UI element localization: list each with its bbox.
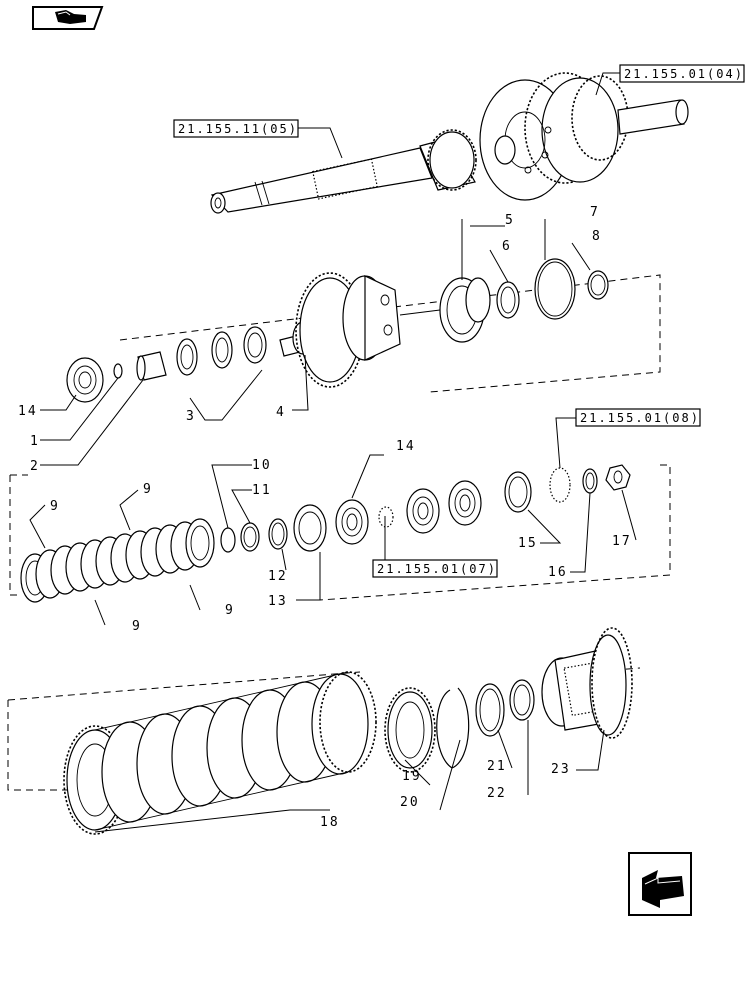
- callout-6: 6: [502, 239, 512, 254]
- callout-16: 16: [548, 565, 568, 580]
- callout-21: 21: [487, 759, 507, 774]
- ref-carrier-assembly[interactable]: 21.155.01(04): [619, 64, 745, 83]
- callout-9-lower-right: 9: [225, 603, 235, 618]
- back-arrow-icon[interactable]: [628, 852, 692, 916]
- callout-8: 8: [592, 229, 602, 244]
- section3-parts: [63, 627, 633, 835]
- callout-1: 1: [30, 434, 40, 449]
- callout-14: 14: [18, 404, 38, 419]
- callout-20: 20: [400, 795, 420, 810]
- callout-17: 17: [612, 534, 632, 549]
- callout-2: 2: [30, 459, 40, 474]
- book-hand-icon[interactable]: [32, 6, 104, 30]
- callout-3: 3: [186, 409, 196, 424]
- callout-14-bearings: 14: [396, 439, 416, 454]
- ref-retaining-group[interactable]: 21.155.01(08): [575, 408, 701, 427]
- callout-23: 23: [551, 762, 571, 777]
- planet-carrier: [479, 72, 689, 201]
- callout-10: 10: [252, 458, 272, 473]
- callout-4: 4: [276, 405, 286, 420]
- ref-shaft-assembly-label: 21.155.11(05): [178, 122, 298, 136]
- callout-7: 7: [590, 205, 600, 220]
- callout-18: 18: [320, 815, 340, 830]
- callout-9-upper-right: 9: [143, 482, 153, 497]
- ref-bearing-group-label: 21.155.01(07): [377, 562, 497, 576]
- callout-5: 5: [505, 213, 515, 228]
- ref-shaft-assembly[interactable]: 21.155.11(05): [173, 119, 299, 138]
- output-shaft: [210, 129, 477, 214]
- section2-parts: [20, 464, 631, 603]
- callout-19: 19: [402, 769, 422, 784]
- ref-carrier-assembly-label: 21.155.01(04): [624, 67, 744, 81]
- callout-12: 12: [268, 569, 288, 584]
- ref-bearing-group[interactable]: 21.155.01(07): [372, 559, 498, 578]
- callout-9-lower-left: 9: [132, 619, 142, 634]
- callout-13: 13: [268, 594, 288, 609]
- ref-retaining-group-label: 21.155.01(08): [580, 411, 700, 425]
- callout-15: 15: [518, 536, 538, 551]
- callout-22: 22: [487, 786, 507, 801]
- callout-9-upper-left: 9: [50, 499, 60, 514]
- section1-parts: [66, 258, 609, 403]
- callout-11: 11: [252, 483, 272, 498]
